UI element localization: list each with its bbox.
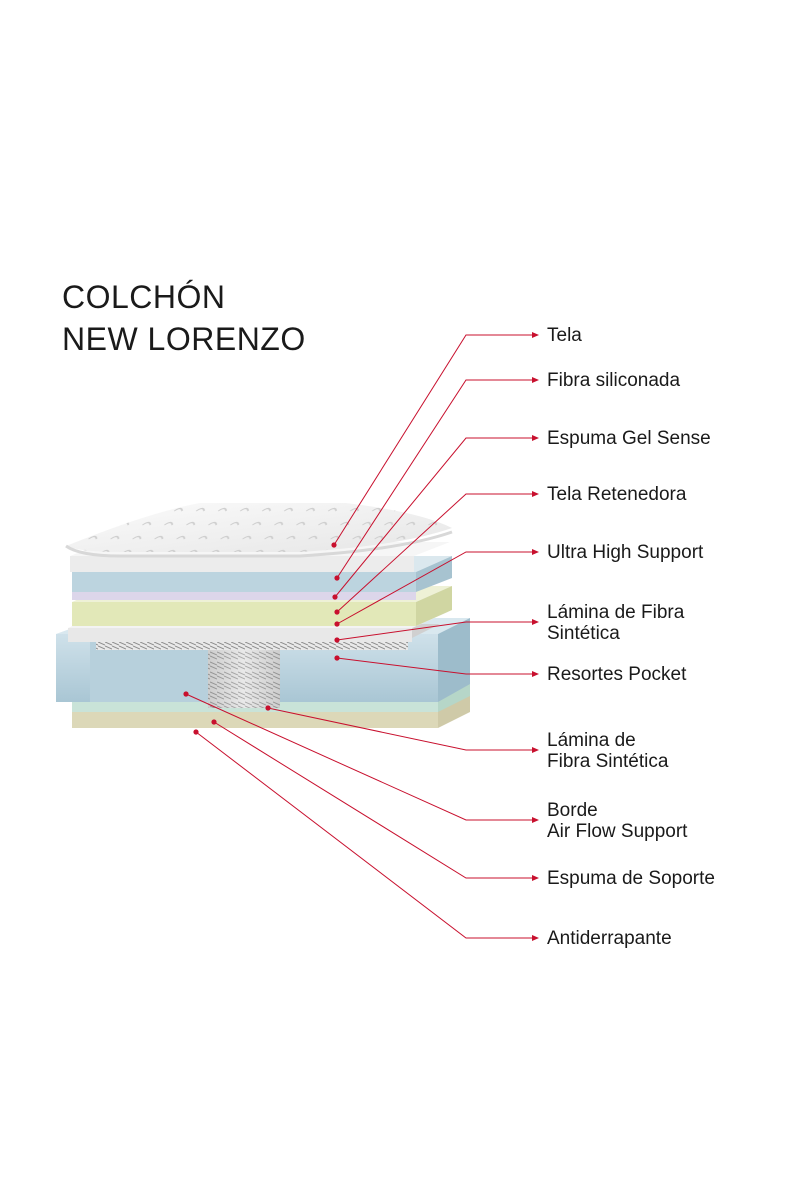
leader-line (336, 551, 532, 625)
diagram-title: COLCHÓN NEW LORENZO (62, 276, 306, 360)
leader-arrow (532, 875, 539, 881)
leader-line (195, 731, 532, 939)
leader-arrow (532, 549, 539, 555)
leader-line (336, 493, 532, 613)
leader-dot (193, 729, 199, 735)
layer-label: Tela (547, 325, 582, 346)
leader-line (336, 621, 532, 641)
leader-line (213, 721, 532, 879)
layer-label-line: Borde (547, 800, 598, 821)
leader-arrow (532, 332, 539, 338)
layer-label-line: Sintética (547, 623, 620, 644)
layer-label-line: Espuma Gel Sense (547, 428, 711, 449)
leader-dot (334, 637, 340, 643)
layer-label-line: Fibra siliconada (547, 370, 681, 391)
title-line-1: COLCHÓN (62, 279, 226, 315)
leader-dot (331, 542, 337, 548)
leader-line (336, 657, 532, 675)
layer-label: Tela Retenedora (547, 484, 686, 505)
layer-label-line: Lámina de (547, 730, 636, 751)
leader-lines (183, 332, 539, 941)
layer-label: Ultra High Support (547, 542, 703, 563)
layer-label: Espuma de Soporte (547, 868, 715, 889)
leader-dot (334, 621, 340, 627)
leader-arrow (532, 377, 539, 383)
leader-line (333, 334, 532, 546)
layer-label-line: Tela Retenedora (547, 484, 687, 505)
leader-line (336, 379, 532, 579)
leader-dot (211, 719, 217, 725)
layer-label: Espuma Gel Sense (547, 428, 711, 449)
leader-line (334, 437, 532, 598)
layer-label-line: Espuma de Soporte (547, 868, 715, 889)
tela-layer (65, 503, 453, 558)
layer-label-line: Lámina de Fibra (547, 602, 685, 623)
leader-dot (183, 691, 189, 697)
layer-label: Resortes Pocket (547, 664, 686, 685)
leader-dot (334, 609, 340, 615)
leader-line (267, 707, 532, 751)
layer-label-line: Ultra High Support (547, 542, 704, 563)
layer-label-line: Tela (547, 325, 582, 346)
leader-dot (334, 655, 340, 661)
leader-dot (265, 705, 271, 711)
leader-dot (334, 575, 340, 581)
leader-arrow (532, 619, 539, 625)
leader-arrow (532, 671, 539, 677)
leader-arrow (532, 435, 539, 441)
title-line-2: NEW LORENZO (62, 321, 306, 357)
layer-label: Fibra siliconada (547, 370, 680, 391)
layer-label-line: Air Flow Support (547, 821, 688, 842)
leader-arrow (532, 935, 539, 941)
leader-arrow (532, 747, 539, 753)
leader-dot (332, 594, 338, 600)
layer-label-line: Antiderrapante (547, 928, 672, 949)
layer-label-line: Resortes Pocket (547, 664, 687, 685)
layer-label: Antiderrapante (547, 928, 672, 949)
leader-arrow (532, 817, 539, 823)
leader-arrow (532, 491, 539, 497)
layer-label-line: Fibra Sintética (547, 751, 669, 772)
leader-line (185, 693, 532, 821)
